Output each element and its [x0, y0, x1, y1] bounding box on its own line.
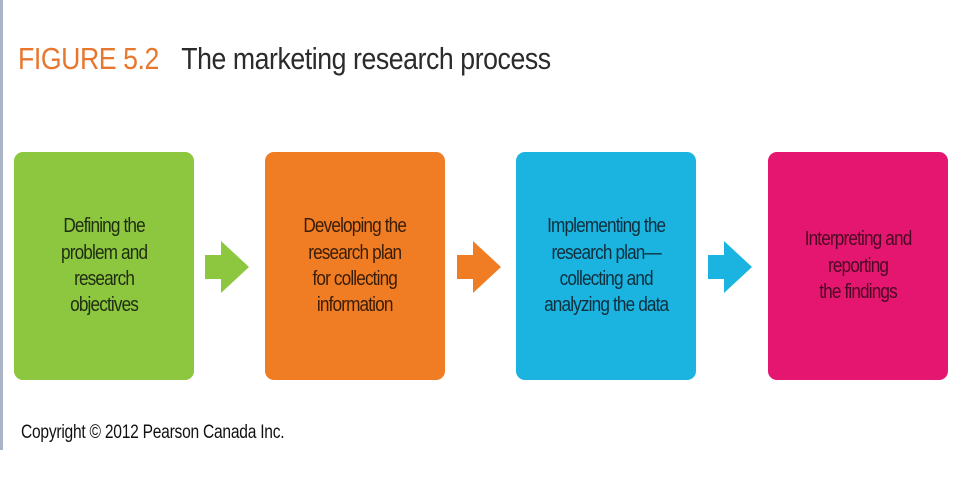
arrow-right-icon-shape	[708, 241, 752, 293]
step-develop-plan-label: Developing the research plan for collect…	[303, 215, 408, 317]
figure-number: FIGURE 5.2	[18, 41, 159, 76]
step-define-problem: Defining the problem and research object…	[14, 152, 194, 380]
figure-caption: The marketing research process	[181, 41, 551, 76]
figure-title: FIGURE 5.2 The marketing research process	[18, 40, 551, 77]
arrow-right-icon-shape	[457, 241, 501, 293]
page-left-border	[0, 0, 3, 450]
arrow-right-icon-shape	[205, 241, 249, 293]
step-interpret-report: Interpreting and reporting the findings	[768, 152, 948, 380]
arrow-right-icon	[708, 241, 752, 293]
step-implement-plan: Implementing the research plan— collecti…	[516, 152, 696, 380]
arrow-right-icon	[205, 241, 249, 293]
step-implement-plan-label: Implementing the research plan— collecti…	[543, 215, 669, 317]
step-develop-plan: Developing the research plan for collect…	[265, 152, 445, 380]
copyright-notice: Copyright © 2012 Pearson Canada Inc.	[21, 422, 285, 443]
step-define-problem-label: Defining the problem and research object…	[60, 215, 148, 317]
step-interpret-report-label: Interpreting and reporting the findings	[804, 228, 913, 304]
arrow-right-icon	[457, 241, 501, 293]
